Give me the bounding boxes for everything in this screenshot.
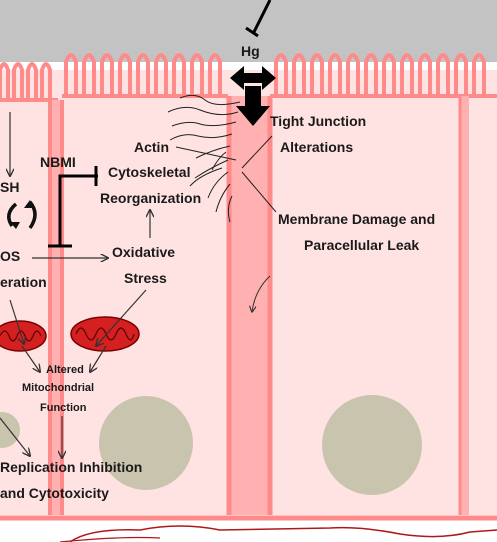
hg-bidirectional-arrow — [230, 66, 276, 90]
arrow-to-left-mito — [9, 299, 24, 344]
replication-inhibition-label: Replication Inhibition — [0, 459, 142, 475]
nbmi-inhibitor — [48, 166, 98, 248]
function-label: Function — [40, 402, 87, 414]
tight-junction-label: Tight Junction — [270, 113, 366, 129]
basal-tissue — [59, 536, 161, 542]
reorganization-label: Reorganization — [100, 190, 201, 206]
altered-label: Altered — [46, 364, 84, 376]
cytotoxicity-label: and Cytotoxicity — [0, 485, 109, 501]
brush-border-right — [274, 53, 486, 96]
basal-tissue — [69, 525, 497, 542]
ros-label: OS — [0, 248, 20, 264]
actin-connector — [175, 146, 237, 161]
junction-right — [461, 96, 469, 526]
oxidative-label: Oxidative — [112, 244, 175, 260]
nucleus-right — [322, 395, 422, 495]
actin-filaments — [167, 94, 241, 223]
brush-border-left — [0, 62, 52, 100]
arrow-stress-to-mito — [96, 289, 147, 346]
actin-label: Actin — [134, 139, 169, 155]
brush-border-middle — [64, 53, 222, 96]
mitochondrial-label: Mitochondrial — [22, 382, 94, 394]
membrane-damage-connector — [241, 171, 277, 213]
leak-arrow — [252, 275, 271, 312]
arrow-left-to-replication — [0, 417, 30, 456]
mitochondrion-middle — [70, 316, 140, 352]
nucleus-middle — [99, 396, 193, 490]
junction-middle — [228, 96, 272, 526]
cycle-arrowhead — [24, 200, 34, 208]
cytoskeletal-label: Cytoskeletal — [108, 164, 190, 180]
cycle-arrowhead — [10, 222, 20, 229]
arrow-left-mito-to-altered — [21, 345, 40, 372]
nbmi-label: NBMI — [40, 154, 76, 170]
membrane-damage-label: Membrane Damage and — [278, 211, 435, 227]
gsh-label: SH — [0, 179, 19, 195]
hg-inhibitor-bar — [245, 26, 259, 38]
ros-generation-label: eration — [0, 274, 47, 290]
tight-junction-connector — [241, 135, 273, 169]
arrow-mid-mito-to-altered — [90, 345, 107, 372]
stress-label: Stress — [124, 270, 167, 286]
hg-label: Hg — [241, 43, 260, 59]
alterations-label: Alterations — [280, 139, 353, 155]
hg-down-arrow — [236, 86, 270, 126]
hg-inhibitor-line — [251, 0, 272, 35]
paracellular-leak-label: Paracellular Leak — [304, 237, 419, 253]
